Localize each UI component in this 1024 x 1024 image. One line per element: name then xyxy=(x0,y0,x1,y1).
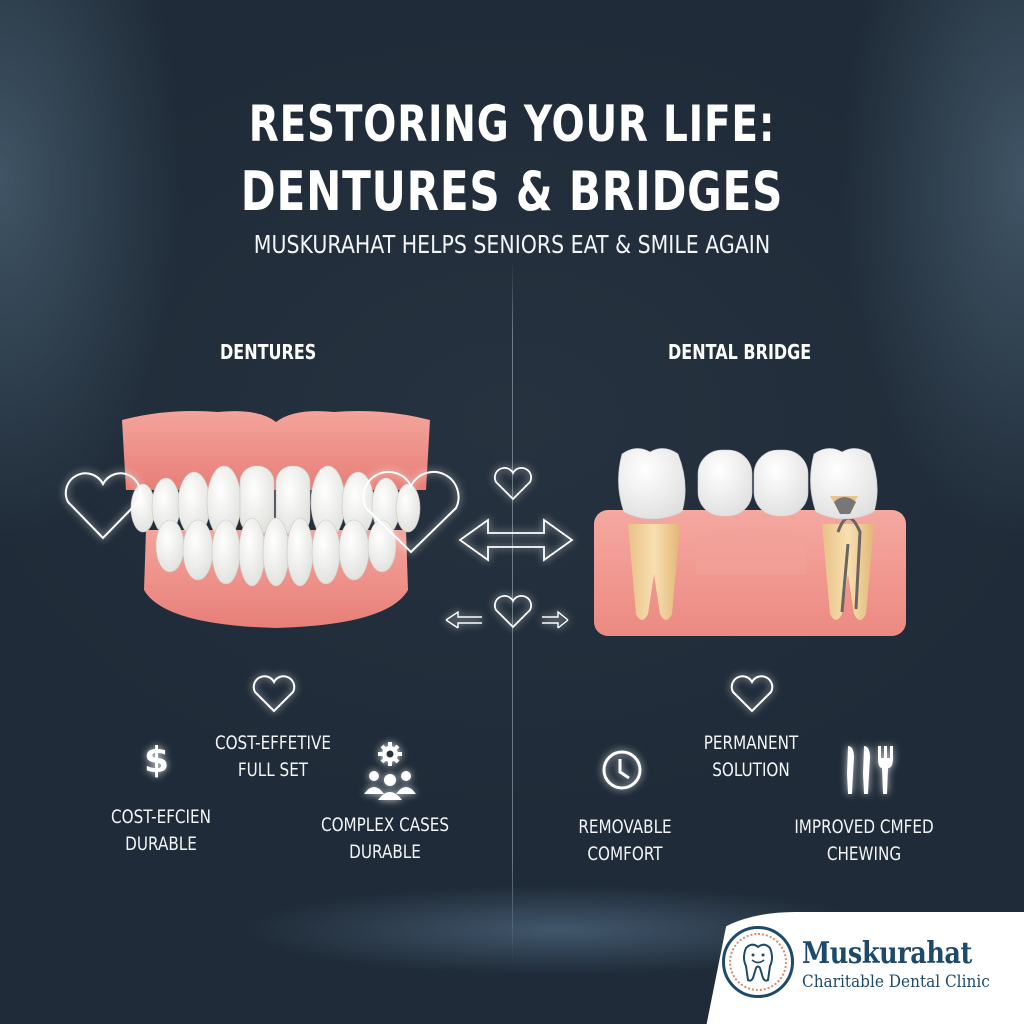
page-title-line2: DENTURES & BRIDGES xyxy=(240,160,784,223)
cutlery-icon xyxy=(847,746,893,794)
dental-bridge-illustration xyxy=(594,448,906,636)
heart-icon xyxy=(493,466,533,501)
feature-cost-efficient-durable: COST-EFCIEN DURABLE xyxy=(110,806,212,855)
dentures-label: DENTURES xyxy=(220,340,317,364)
tooth-smile-icon xyxy=(743,943,773,982)
heart-icon xyxy=(252,675,296,713)
heart-icon xyxy=(362,470,460,554)
center-divider xyxy=(512,262,513,962)
right-arrow-icon xyxy=(542,610,569,629)
clinic-name: Muskurahat xyxy=(802,936,972,971)
feature-cost-effective-full-set: COST-EFFETIVE FULL SET xyxy=(214,732,332,781)
clock-icon xyxy=(602,750,642,790)
dollar-icon: $ xyxy=(144,740,170,781)
dental-bridge-label: DENTAL BRIDGE xyxy=(668,340,812,364)
feature-improved-chewing: IMPROVED CMFED CHEWING xyxy=(794,816,934,865)
page-title-line1: RESTORING YOUR LIFE: xyxy=(248,95,776,153)
feature-removable-comfort: REMOVABLE COMFORT xyxy=(578,816,672,865)
heart-icon xyxy=(64,472,142,540)
page-subtitle: MUSKURAHAT HELPS SENIORS EAT & SMILE AGA… xyxy=(253,230,771,259)
feature-permanent-solution: PERMANENT SOLUTION xyxy=(703,732,799,781)
clinic-tagline: Charitable Dental Clinic xyxy=(802,972,990,992)
double-arrow-icon xyxy=(458,518,574,562)
heart-icon xyxy=(730,675,774,713)
heart-icon xyxy=(493,594,533,629)
people-gear-icon xyxy=(364,742,416,800)
feature-complex-cases-durable: COMPLEX CASES DURABLE xyxy=(320,814,450,863)
left-arrow-icon xyxy=(445,610,482,629)
dentures-illustration xyxy=(122,411,430,628)
